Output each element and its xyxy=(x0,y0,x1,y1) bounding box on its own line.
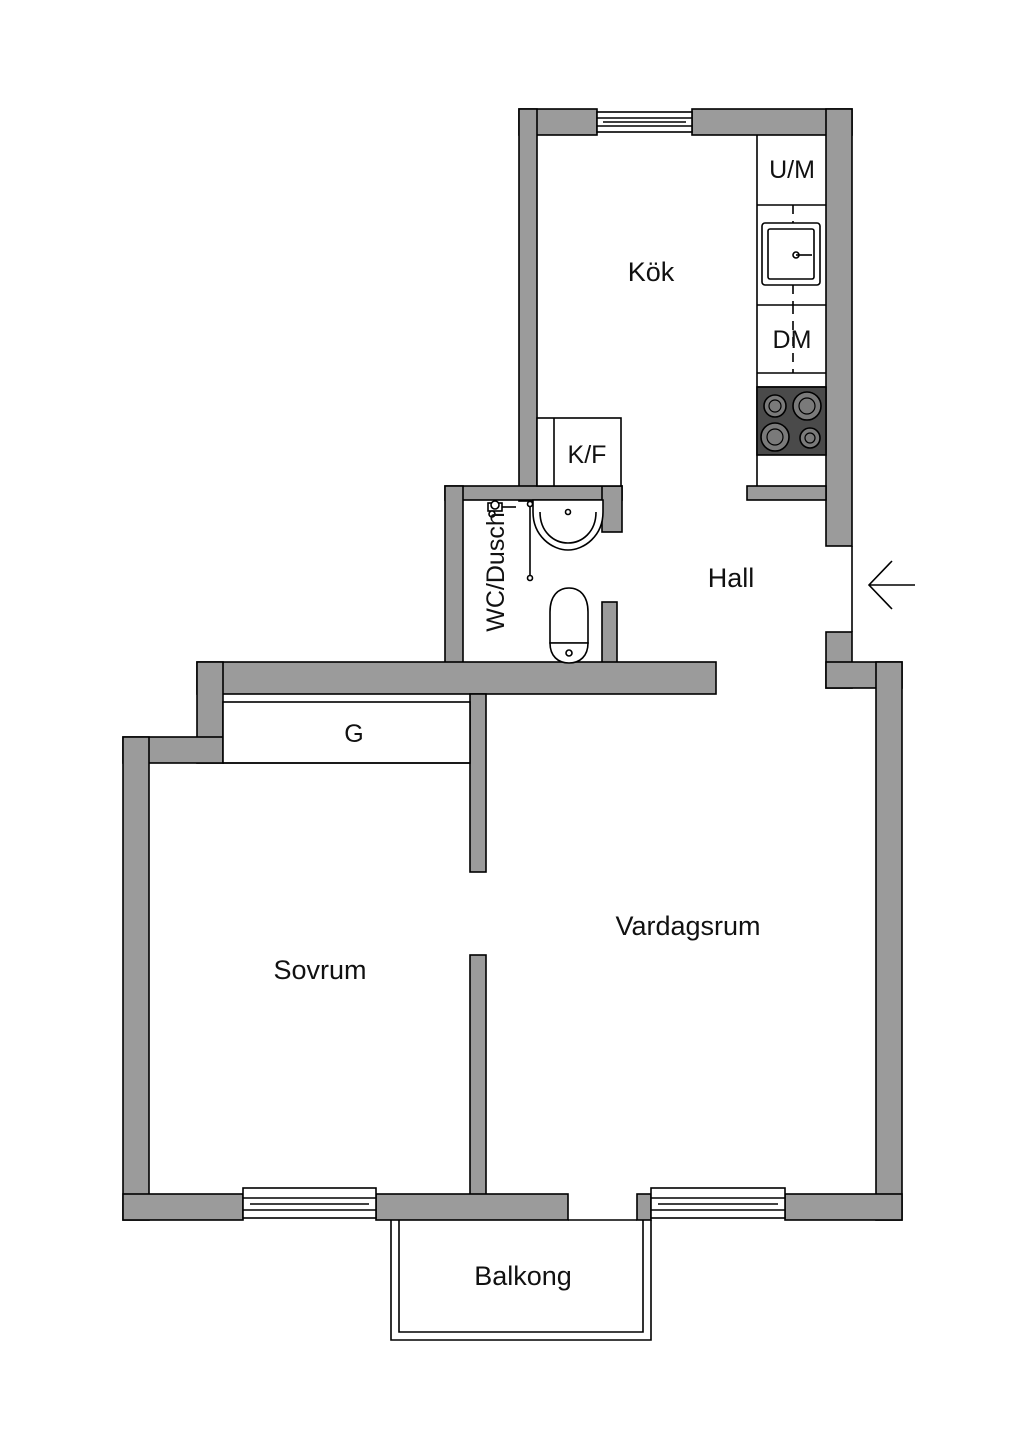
fridge-freezer-box xyxy=(536,417,622,487)
walls xyxy=(122,108,903,1221)
appliance-label-dm: DM xyxy=(773,326,812,354)
bottom-wall-mid-b xyxy=(636,1193,652,1221)
interior-wall-lower xyxy=(469,954,487,1196)
appliance-label-g: G xyxy=(344,720,363,748)
kitchen-left-wall xyxy=(518,108,538,502)
living-window xyxy=(650,1187,786,1219)
room-label-wc: WC/Dusch xyxy=(482,512,510,631)
left-outer-wall xyxy=(122,736,150,1221)
interior-wall-upper xyxy=(469,693,487,873)
wc-top-wall xyxy=(444,485,623,501)
room-label-sovrum: Sovrum xyxy=(273,955,366,985)
room-label-kok: Kök xyxy=(628,257,675,287)
room-label-balkong: Balkong xyxy=(474,1261,572,1291)
bottom-wall-left xyxy=(122,1193,244,1221)
right-wall-lower-c xyxy=(875,661,903,1221)
sink-icon xyxy=(761,222,821,286)
bedroom-window xyxy=(242,1187,377,1219)
balcony xyxy=(390,1219,652,1341)
washbasin-icon xyxy=(532,499,604,551)
room-label-hall: Hall xyxy=(708,563,755,593)
bottom-wall-mid-a xyxy=(375,1193,569,1221)
middle-horizontal-wall xyxy=(196,661,717,695)
toilet-icon xyxy=(549,587,589,664)
right-wall-upper xyxy=(825,108,853,547)
shower-icon xyxy=(487,500,534,582)
kitchen-window xyxy=(596,111,693,133)
appliance-label-kf: K/F xyxy=(568,441,607,469)
wardrobe-box xyxy=(222,701,471,764)
appliance-label-um: U/M xyxy=(769,156,815,184)
room-label-vardagsrum: Vardagsrum xyxy=(615,911,760,941)
stove-icon xyxy=(756,386,827,456)
bottom-wall-right xyxy=(784,1193,903,1221)
windows xyxy=(242,111,786,1219)
kitchen-stub-wall xyxy=(746,485,827,501)
arrow-left-icon xyxy=(851,546,915,632)
wc-left-wall xyxy=(444,485,464,665)
wc-right-wall-bottom xyxy=(601,601,618,665)
wc-right-wall-top xyxy=(601,485,623,533)
labels: Kök Hall WC/Dusch Vardagsrum Sovrum Balk… xyxy=(273,156,814,1291)
